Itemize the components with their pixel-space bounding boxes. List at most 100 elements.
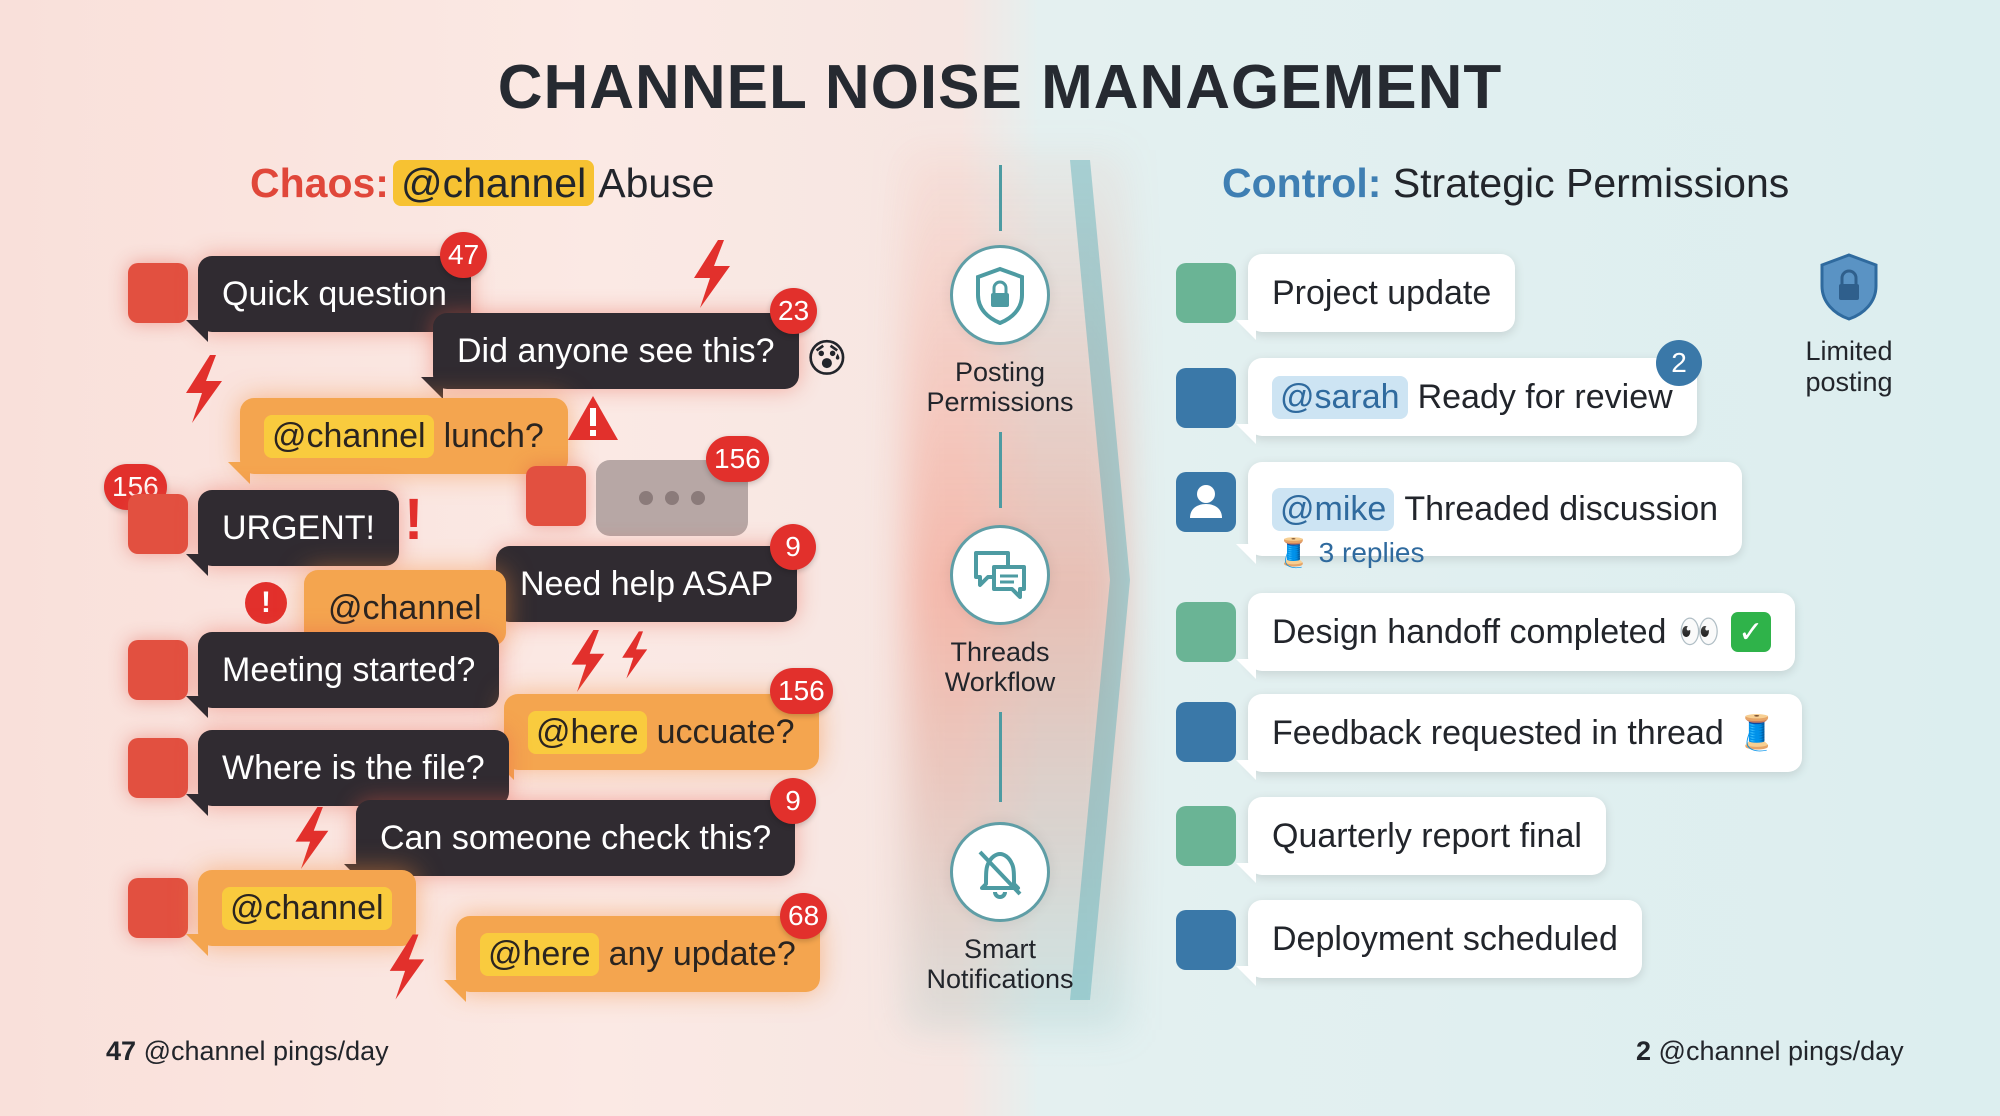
- notification-badge: 156: [706, 436, 769, 482]
- chaos-heading-highlight: @channel: [392, 160, 595, 206]
- avatar-square: [128, 738, 188, 798]
- lightning-icon: [618, 630, 650, 685]
- avatar-square: [1176, 702, 1236, 762]
- avatar-square: [1176, 806, 1236, 866]
- control-footer: 2 @channel pings/day: [1636, 1036, 1904, 1067]
- message-text: Can someone check this?: [380, 818, 772, 857]
- notification-badge: 23: [770, 288, 818, 334]
- chaos-footer: 47 @channel pings/day: [106, 1036, 389, 1067]
- step-label: Posting Permissions: [926, 357, 1074, 417]
- chaos-footer-text: @channel pings/day: [143, 1036, 389, 1066]
- message-need-help: Need help ASAP: [484, 546, 798, 632]
- anxious-face-icon: 😰: [806, 337, 848, 381]
- mention-tag: @mike: [1272, 487, 1395, 531]
- control-footer-text: @channel pings/day: [1658, 1036, 1904, 1066]
- step-label: Threads Workflow: [944, 637, 1056, 697]
- exclamation-icon: !: [404, 487, 424, 552]
- avatar-square: [1176, 602, 1236, 662]
- message-feedback: Feedback requested in thread 🧵: [1236, 694, 1803, 780]
- message-text: Quick question: [222, 274, 447, 313]
- bell-off-icon: [950, 822, 1050, 922]
- message-text: @channel: [328, 588, 482, 627]
- control-heading-keyword: Control:: [1222, 160, 1382, 206]
- message-channel-bottom: @channel: [186, 870, 416, 956]
- shield-lock-icon: [1818, 252, 1880, 327]
- limited-posting-label: Limited posting: [1805, 336, 1893, 397]
- message-where-file: Where is the file?: [186, 730, 509, 816]
- message-text: Project update: [1272, 273, 1492, 312]
- mention-tag: @channel: [264, 414, 434, 458]
- avatar-square: [128, 640, 188, 700]
- user-avatar: [1176, 472, 1236, 532]
- message-text: Feedback requested in thread: [1272, 713, 1724, 752]
- avatar-square: [128, 494, 188, 554]
- message-can-someone: Can someone check this?: [344, 800, 796, 886]
- spool-icon: 🧵: [1735, 714, 1779, 752]
- message-design-handoff: Design handoff completed 👀 ✓: [1236, 593, 1795, 679]
- notification-badge: 9: [770, 524, 816, 570]
- checkmark-icon: ✓: [1730, 612, 1771, 652]
- lightning-icon: [290, 806, 332, 875]
- message-text: Threaded discussion: [1404, 489, 1719, 528]
- page-title: CHANNEL NOISE MANAGEMENT: [497, 53, 1503, 122]
- connector-line: [999, 432, 1002, 508]
- spool-icon: 🧵: [1276, 537, 1311, 568]
- message-text: any update?: [608, 934, 796, 973]
- mention-tag: @here: [480, 932, 599, 976]
- message-text: Need help ASAP: [520, 564, 774, 603]
- notification-badge: 2: [1656, 340, 1702, 386]
- chaos-heading-rest: Abuse: [598, 160, 715, 206]
- notification-badge: 47: [440, 232, 488, 278]
- message-quick-question: Quick question: [186, 256, 471, 342]
- lightning-icon: [566, 628, 608, 699]
- control-heading: Control: Strategic Permissions: [1222, 160, 1789, 207]
- message-text: Deployment scheduled: [1272, 919, 1618, 958]
- notification-badge: 68: [780, 893, 828, 939]
- message-text: Did anyone see this?: [457, 331, 775, 370]
- mention-tag: @here: [528, 710, 647, 754]
- lightning-icon: [688, 240, 734, 313]
- avatar-square: [1176, 263, 1236, 323]
- message-text: uccuate?: [656, 712, 795, 751]
- mention-tag: @channel: [222, 886, 392, 930]
- control-heading-rest: Strategic Permissions: [1392, 160, 1790, 206]
- message-text: lunch?: [443, 416, 544, 455]
- chaos-heading-keyword: Chaos:: [250, 160, 389, 206]
- message-meeting-started: Meeting started?: [186, 632, 500, 718]
- avatar-square: [1176, 368, 1236, 428]
- message-text: Meeting started?: [222, 650, 476, 689]
- notification-badge: 9: [770, 778, 816, 824]
- message-text: URGENT!: [222, 508, 375, 547]
- connector-line: [999, 165, 1002, 231]
- notification-badge: 156: [770, 668, 833, 714]
- step-label: Smart Notifications: [926, 934, 1074, 994]
- lightning-icon: [180, 355, 226, 428]
- thread-replies-link[interactable]: 🧵 3 replies: [1276, 537, 1425, 568]
- eyes-icon: 👀: [1678, 613, 1721, 651]
- avatar-square: [128, 263, 188, 323]
- avatar-square: [526, 466, 586, 526]
- avatar-square: [128, 878, 188, 938]
- connector-line: [999, 712, 1002, 802]
- control-footer-count: 2: [1636, 1036, 1652, 1066]
- mention-tag: @sarah: [1272, 375, 1408, 419]
- chaos-footer-count: 47: [106, 1036, 137, 1066]
- message-did-anyone: Did anyone see this?: [421, 313, 799, 399]
- message-deployment: Deployment scheduled: [1236, 900, 1642, 986]
- shield-lock-icon: [950, 245, 1050, 345]
- message-urgent: URGENT!: [186, 490, 399, 576]
- avatar-square: [1176, 910, 1236, 970]
- message-text: Where is the file?: [222, 748, 485, 787]
- message-quarterly: Quarterly report final: [1236, 797, 1606, 883]
- arrow-shape: [1070, 160, 1130, 1005]
- chat-bubbles-icon: [950, 525, 1050, 625]
- message-text: Ready for review: [1417, 377, 1673, 416]
- lightning-icon: [384, 934, 428, 1005]
- message-text: Design handoff completed: [1272, 612, 1667, 651]
